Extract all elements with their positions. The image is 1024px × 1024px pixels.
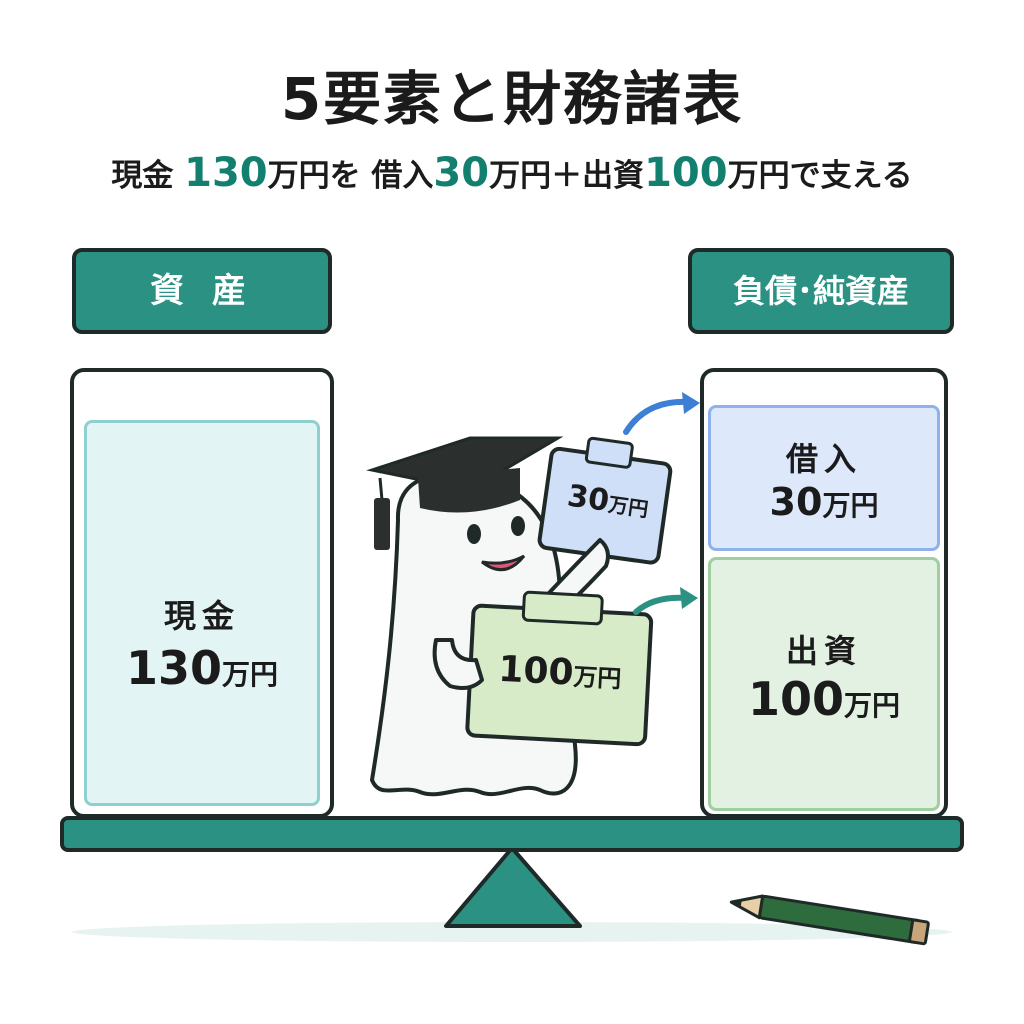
pencil-icon [729, 894, 930, 946]
ghost-arm-lower [432, 638, 484, 690]
green-arrow-icon [633, 594, 689, 615]
ground-shadow [72, 922, 952, 942]
loan-block: 借入 30万円 [708, 405, 940, 551]
assets-header-label: 資 産 [150, 271, 254, 311]
liabilities-equity-header: 負債･純資産 [688, 248, 954, 334]
loan-unit: 万円 [822, 489, 879, 522]
cash-amount: 130 [125, 641, 222, 695]
loan-amount: 30 [769, 480, 823, 524]
small-box-amount: 30 [565, 478, 612, 519]
cash-label: 現金 [163, 597, 240, 635]
large-box-unit: 万円 [572, 662, 623, 694]
subtitle: 現金 130万円を 借入30万円＋出資100万円で支える [0, 150, 1024, 196]
loan-amount-line: 30万円 [711, 480, 937, 524]
ghost-mouth [481, 554, 526, 572]
green-arrow-head [680, 587, 698, 609]
subtitle-loan-amount: 30 [433, 150, 490, 196]
ghost-eye-left [467, 524, 481, 544]
equity-block: 出資 100万円 [708, 557, 940, 811]
ghost-eye-right [511, 516, 525, 536]
subtitle-cash-amount: 130 [184, 150, 268, 196]
equity-unit: 万円 [844, 689, 901, 722]
scale-beam [60, 816, 964, 852]
blue-arrow-head [682, 392, 700, 414]
equity-amount: 100 [747, 672, 844, 726]
small-box-unit: 万円 [606, 492, 650, 522]
subtitle-part-2: 万円を 借入 [267, 158, 434, 194]
cap-tassel-cord [378, 477, 384, 501]
subtitle-equity-amount: 100 [644, 150, 728, 196]
loan-label: 借入 [785, 440, 862, 478]
blue-arrow-icon [623, 398, 691, 435]
page-title: 5要素と財務諸表 [280, 65, 744, 133]
large-box-amount: 100 [497, 648, 575, 694]
graduation-cap-base [418, 468, 520, 513]
cap-tassel [374, 498, 390, 550]
cash-amount-line: 130万円 [87, 641, 317, 695]
scale-fulcrum [444, 846, 582, 928]
equity-amount-line: 100万円 [711, 672, 937, 726]
liabilities-equity-header-label: 負債･純資産 [732, 272, 909, 310]
subtitle-part-4: 万円で支える [727, 158, 913, 194]
cash-unit: 万円 [222, 658, 279, 691]
subtitle-part-1: 現金 [111, 158, 174, 194]
assets-header: 資 産 [72, 248, 332, 334]
subtitle-part-3: 万円＋出資 [489, 158, 645, 194]
cash-block: 現金 130万円 [84, 420, 320, 806]
equity-label: 出資 [785, 632, 862, 670]
